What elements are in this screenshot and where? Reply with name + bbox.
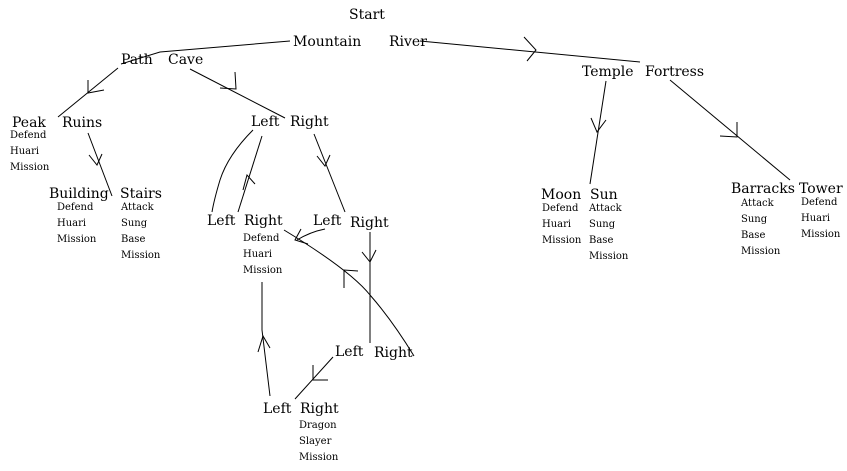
node-fortress: Fortress	[645, 64, 705, 80]
edge-right-right	[313, 133, 346, 213]
note-line: Defend	[542, 203, 579, 214]
arrowhead	[294, 228, 309, 245]
edge-left-to-right	[296, 228, 326, 241]
node-right2-left: Left	[313, 213, 342, 229]
node-temple: Temple	[582, 64, 634, 80]
note-line: Huari	[542, 219, 572, 230]
note-line: Base	[741, 230, 766, 241]
arrowhead	[590, 117, 607, 133]
node-peak: Peak	[12, 115, 46, 131]
note-line: Mission	[741, 246, 781, 257]
note-line: Defend	[801, 197, 838, 208]
note-line: Attack	[589, 203, 622, 214]
arrowhead	[719, 122, 738, 138]
note-line: Attack	[741, 198, 774, 209]
node-right3-left: Left	[335, 344, 364, 360]
edge-temple-moon	[589, 80, 607, 185]
node-right3-right: Right	[374, 345, 413, 361]
arrowhead	[242, 173, 256, 191]
note-line: Huari	[10, 146, 40, 157]
edge-cave-right	[189, 68, 286, 119]
barracks-mission-note: Attack Sung Base Mission	[741, 196, 780, 260]
edge-left-right	[237, 135, 263, 213]
note-line: Defend	[243, 233, 280, 244]
note-line: Attack	[121, 202, 154, 213]
tower-mission-note: Defend Huari Mission	[801, 195, 840, 243]
arrowhead	[523, 36, 537, 62]
edge-r3-final	[294, 356, 334, 400]
node-final-right: Right	[300, 401, 339, 417]
note-line: Sung	[741, 214, 768, 225]
node-level2-left: Left	[207, 213, 236, 229]
node-barracks: Barracks	[731, 181, 795, 197]
note-line: Mission	[299, 452, 339, 463]
stairs-mission-note: Attack Sung Base Mission	[121, 200, 160, 264]
edge-fortress-tower	[669, 79, 791, 181]
node-ruins: Ruins	[62, 115, 103, 131]
note-line: Mission	[57, 234, 97, 245]
arrowhead	[87, 80, 105, 94]
note-line: Base	[589, 235, 614, 246]
arrowhead	[219, 71, 237, 90]
note-line: Sung	[121, 218, 148, 229]
note-line: Mission	[589, 251, 629, 262]
node-moon: Moon	[541, 187, 582, 203]
building-mission-note: Defend Huari Mission	[57, 200, 96, 248]
level2-right-mission-note: Defend Huari Mission	[243, 231, 282, 279]
node-final-left: Left	[263, 401, 292, 417]
note-line: Huari	[57, 218, 87, 229]
note-line: Defend	[10, 130, 47, 141]
node-right2-right: Right	[350, 215, 389, 231]
node-level2-right: Right	[244, 213, 283, 229]
node-tower: Tower	[799, 181, 843, 197]
note-line: Mission	[10, 162, 50, 173]
note-line: Dragon	[299, 420, 337, 431]
node-path: Path	[121, 52, 153, 68]
node-start: Start	[349, 7, 385, 23]
note-line: Mission	[121, 250, 161, 261]
note-line: Huari	[243, 249, 273, 260]
node-stairs: Stairs	[120, 186, 162, 202]
arrowhead	[257, 334, 271, 353]
edge-final-up	[261, 282, 271, 397]
node-mountain: Mountain	[293, 34, 362, 50]
edge-curve-long	[283, 229, 415, 357]
node-sun: Sun	[590, 187, 618, 203]
node-building: Building	[49, 186, 109, 202]
peak-mission-note: Defend Huari Mission	[10, 128, 49, 176]
moon-mission-note: Defend Huari Mission	[542, 201, 581, 249]
edge-left-left	[211, 129, 254, 213]
node-cave: Cave	[168, 52, 204, 68]
arrowhead	[88, 153, 103, 166]
note-line: Slayer	[299, 436, 332, 447]
node-cave-right: Right	[290, 114, 329, 130]
note-line: Defend	[57, 202, 94, 213]
final-right-mission-note: Dragon Slayer Mission	[299, 418, 338, 466]
sun-mission-note: Attack Sung Base Mission	[589, 201, 628, 265]
arrowhead	[361, 249, 377, 263]
arrowhead	[343, 269, 359, 288]
note-line: Huari	[801, 213, 831, 224]
edge-river-temple	[419, 40, 641, 63]
edge-mountain-path	[120, 40, 291, 65]
arrowhead	[316, 154, 331, 167]
note-line: Mission	[243, 265, 283, 276]
edge-ruins-stairs	[87, 132, 113, 197]
note-line: Mission	[801, 229, 841, 240]
node-river: River	[389, 34, 427, 50]
note-line: Sung	[589, 219, 616, 230]
arrowhead	[312, 365, 328, 381]
node-cave-left: Left	[251, 114, 280, 130]
note-line: Base	[121, 234, 146, 245]
note-line: Mission	[542, 235, 582, 246]
